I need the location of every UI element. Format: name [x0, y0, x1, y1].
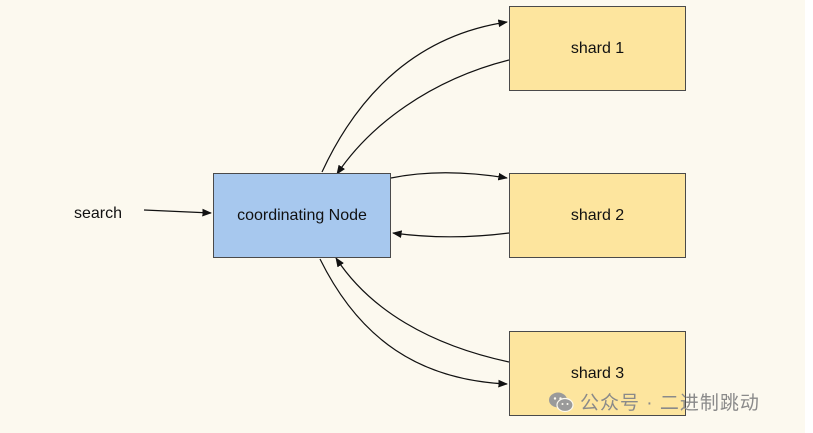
- edge-shard3-to-node: [335, 257, 510, 363]
- edge-node-to-shard2: [390, 172, 508, 181]
- edge-node-to-shard1: [321, 19, 508, 173]
- watermark: 公众号 · 二进制跳动: [548, 388, 760, 415]
- wechat-icon: [549, 392, 574, 412]
- shard-3-box: shard 3: [509, 331, 686, 416]
- watermark-text: 公众号 · 二进制跳动: [580, 393, 760, 414]
- edge-shard1-to-node: [336, 59, 510, 175]
- shard-2-label: shard 2: [570, 206, 625, 224]
- edge-search-to-node: [143, 208, 212, 217]
- shard-3-label: shard 3: [570, 364, 625, 382]
- search-label: search: [74, 205, 123, 222]
- shard-1-label: shard 1: [570, 39, 625, 57]
- coordinating-node-box: coordinating Node: [213, 173, 391, 258]
- coordinating-node-label: coordinating Node: [237, 206, 367, 224]
- shard-1-box: shard 1: [509, 6, 686, 91]
- edge-shard2-to-node: [392, 230, 510, 238]
- edge-node-to-shard3: [319, 258, 508, 388]
- shard-2-box: shard 2: [509, 173, 686, 258]
